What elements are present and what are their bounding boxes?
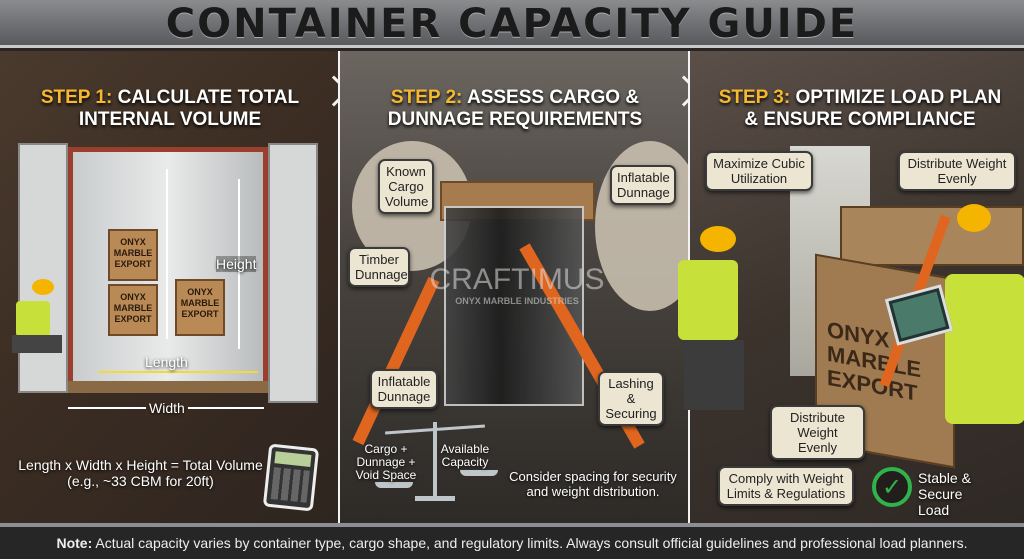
calculator-icon (262, 443, 320, 512)
length-label: Length (145, 354, 188, 370)
step2-panel: STEP 2: ASSESS CARGO & DUNNAGE REQUIREME… (340, 51, 705, 523)
width-label: Width (146, 400, 188, 416)
callout-known-cargo: Known Cargo Volume (378, 159, 434, 214)
note-text: Actual capacity varies by container type… (92, 535, 968, 551)
volume-example: (e.g., ~33 CBM for 20ft) (67, 473, 214, 489)
step1-prefix: STEP 1: (40, 87, 113, 108)
check-icon: ✓ (872, 467, 912, 507)
panel-divider (338, 51, 341, 523)
scale-label-right: Available Capacity (440, 442, 490, 469)
spacing-note: Consider spacing for security and weight… (509, 469, 677, 499)
callout-maximize-cubic: Maximize Cubic Utilization (705, 151, 813, 191)
watermark-sub: ONYX MARBLE INDUSTRIES (455, 296, 579, 306)
step3-panel: STEP 3: OPTIMIZE LOAD PLAN & ENSURE COMP… (678, 51, 1024, 523)
watermark: CRAFTIMUS ONYX MARBLE INDUSTRIES (422, 264, 612, 307)
container-door-right (268, 143, 318, 403)
page-title: CONTAINER CAPACITY GUIDE (165, 1, 859, 47)
step2-title: ASSESS CARGO & DUNNAGE REQUIREMENTS (387, 87, 643, 130)
callout-distribute-weight-top: Distribute Weight Evenly (898, 151, 1016, 191)
step3-heading: STEP 3: OPTIMIZE LOAD PLAN & ENSURE COMP… (710, 87, 1010, 131)
note-bar: Note: Actual capacity varies by containe… (0, 523, 1024, 559)
height-arrow (166, 169, 168, 339)
length-tape (98, 371, 258, 373)
container-illustration (68, 147, 268, 392)
crate: ONYX MARBLE EXPORT (175, 279, 225, 336)
callout-inflatable-dunnage-top: Inflatable Dunnage (610, 165, 676, 205)
step1-heading: STEP 1: CALCULATE TOTAL INTERNAL VOLUME (20, 87, 320, 131)
title-banner: CONTAINER CAPACITY GUIDE (0, 0, 1024, 48)
height-label: Height (216, 256, 257, 272)
step3-title: OPTIMIZE LOAD PLAN & ENSURE COMPLIANCE (744, 87, 1002, 130)
callout-distribute-weight-bottom: Distribute Weight Evenly (770, 405, 865, 460)
callout-lashing-securing: Lashing & Securing (598, 371, 664, 426)
container-floor (68, 381, 268, 393)
balance-scale-icon (375, 422, 498, 502)
callout-inflatable-dunnage-bottom: Inflatable Dunnage (370, 369, 438, 409)
step1-panel: STEP 1: CALCULATE TOTAL INTERNAL VOLUME … (0, 51, 340, 523)
callout-timber-dunnage: Timber Dunnage (348, 247, 410, 287)
volume-formula: Length x Width x Height = Total Volume (18, 457, 263, 473)
worker-with-tablet (945, 204, 1024, 504)
step2-heading: STEP 2: ASSESS CARGO & DUNNAGE REQUIREME… (360, 87, 670, 131)
stable-secure-label: Stable & Secure Load (918, 470, 971, 518)
note-label: Note: (56, 535, 93, 551)
callout-comply-weight-limits: Comply with Weight Limits & Regulations (718, 466, 854, 506)
crate: ONYX MARBLE EXPORT (108, 229, 158, 281)
watermark-brand: CRAFTIMUS (429, 263, 605, 296)
step3-prefix: STEP 3: (718, 87, 791, 108)
worker-measuring (12, 279, 67, 359)
worker-with-hammer (650, 226, 770, 466)
scale-label-left: Cargo + Dunnage + Void Space (355, 442, 417, 482)
step1-title: CALCULATE TOTAL INTERNAL VOLUME (78, 87, 300, 130)
height-arrow (238, 179, 240, 349)
crate: ONYX MARBLE EXPORT (108, 284, 158, 336)
step2-prefix: STEP 2: (390, 87, 463, 108)
